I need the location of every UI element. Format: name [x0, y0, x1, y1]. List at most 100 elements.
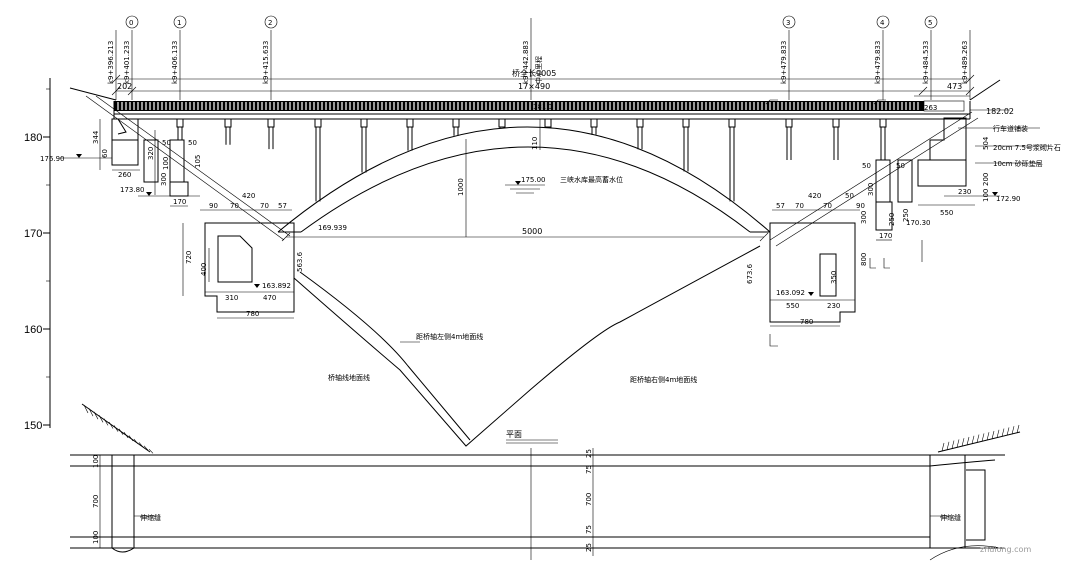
station-label: k9+396.213 — [107, 41, 115, 84]
dim-70b: 70 — [260, 202, 269, 210]
plan-view: 平面 100 700 100 25 75 700 75 25 伸缩缝 伸缩缝 z… — [70, 403, 1031, 561]
dim-720: 720 — [185, 251, 193, 264]
dim-344: 344 — [92, 130, 100, 144]
dim-50a: 50 — [162, 139, 171, 147]
spandrel-column — [314, 118, 322, 202]
railing-band — [114, 101, 924, 111]
dim-260: 260 — [118, 171, 131, 179]
spandrel-column — [544, 118, 552, 128]
dim-70c: 70 — [795, 202, 804, 210]
main-arch: 5000 169.939 1000 110 175.00 三峡水库最高蓄水位 — [277, 119, 771, 242]
plan-dim-700a: 700 — [92, 495, 100, 508]
dim-100: 100 — [162, 157, 170, 170]
station-label: k9+484.533 — [922, 41, 930, 84]
water-label: 三峡水库最高蓄水位 — [560, 175, 623, 184]
station-label: k9+401.233 — [123, 41, 131, 84]
dim-57a: 57 — [278, 202, 287, 210]
plan-dim-700b: 700 — [585, 493, 593, 506]
dim-420b: 420 — [808, 192, 821, 200]
station-label: k9+415.633 — [262, 41, 270, 84]
dim-170: 170 — [173, 198, 186, 206]
pavement-note-3: 10cm 砂砾垫层 — [993, 159, 1043, 168]
spandrel-column — [590, 118, 598, 135]
plan-dim-75b: 75 — [585, 525, 593, 534]
elev-deck-right: 182.02 — [986, 107, 1014, 116]
bridge-length: 9005 — [536, 69, 556, 78]
bridge-deck: 182.02 181.1 — [69, 79, 1014, 120]
dim-90b: 90 — [856, 202, 865, 210]
span-5000: 5000 — [522, 227, 542, 236]
right-end-dim: 473 — [947, 82, 962, 91]
dim-250b: 250 — [902, 209, 910, 222]
elev-spring-left: 169.939 — [318, 224, 347, 232]
spandrel-column — [879, 118, 887, 160]
right-abutment: 50 50 300 250 250 170 170.30 230 550 504… — [765, 99, 1061, 269]
watermark: zhulong.com — [980, 545, 1031, 554]
dim-780b: 780 — [800, 318, 813, 326]
dim-800: 800 — [860, 253, 868, 266]
spandrel-column — [682, 118, 690, 172]
elevation-scale: 180 170 160 150 — [24, 78, 51, 432]
axis-id-1: 1 — [177, 19, 181, 27]
dim-57b: 57 — [776, 202, 785, 210]
left-abutment: 344 60 176.90 260 320 50 50 100 300 105 … — [40, 95, 291, 241]
spandrel-column — [176, 118, 184, 140]
dim-320: 320 — [147, 147, 155, 160]
pavement-note-2: 20cm 7.5号浆砌片石 — [993, 143, 1061, 152]
elev-tick-150: 150 — [24, 420, 42, 432]
elev-pier-left: 173.80 — [120, 186, 145, 194]
spandrel-column — [224, 118, 232, 145]
left-arch-foundation: 90 70 420 70 57 720 400 310 470 780 163.… — [182, 192, 304, 319]
plan-dim-25b: 25 — [585, 543, 593, 552]
dim-310: 310 — [225, 294, 238, 302]
station-label: k9+479.833 — [780, 41, 788, 84]
dim-50c: 50 — [845, 192, 854, 200]
span-dim: 17×490 — [518, 82, 550, 91]
dim-230a: 230 — [827, 302, 840, 310]
axis-id-2: 2 — [268, 19, 272, 27]
spandrel-column — [636, 118, 644, 150]
dim-200b: 200 — [982, 173, 990, 186]
plan-title: 平面 — [506, 430, 522, 439]
spandrel-column — [785, 118, 793, 160]
dim-90a: 90 — [209, 202, 218, 210]
dim-673: 673.6 — [746, 263, 754, 284]
spandrel-columns — [176, 118, 887, 202]
dim-550a: 550 — [786, 302, 799, 310]
dim-563: 563.6 — [296, 251, 304, 272]
ground-line-label-1: 距桥轴左侧4m地面线 — [416, 332, 483, 341]
elev-found-right: 163.092 — [776, 289, 805, 297]
station-label: k9+489.263 — [961, 41, 969, 84]
dim-420a: 420 — [242, 192, 255, 200]
plan-dim-100a: 100 — [92, 455, 100, 468]
axis-id-4: 4 — [880, 19, 885, 27]
spandrel-column — [406, 118, 414, 151]
spandrel-column — [267, 118, 275, 150]
dim-50-r2: 50 — [896, 162, 905, 170]
axis-lines: 0 1 2 3 4 5 k9+396.213 k9+401.233 k9+406… — [107, 15, 971, 100]
elev-water: 175.00 — [521, 176, 546, 184]
dim-470: 470 — [263, 294, 276, 302]
top-dimensions: 桥全长 9005 202 17×490 473 — [111, 68, 975, 96]
spandrel-column — [498, 118, 506, 129]
elev-found-left: 163.892 — [262, 282, 291, 290]
elev-tick-160: 160 — [24, 324, 42, 336]
left-end-dim: 202 — [117, 82, 132, 91]
spandrel-column — [360, 118, 368, 173]
elev-tick-170: 170 — [24, 228, 42, 240]
ground-lines: 距桥轴左侧4m地面线 桥轴线地面线 距桥轴右侧4m地面线 — [293, 245, 761, 447]
dim-60: 60 — [101, 149, 109, 158]
dim-300b: 300 — [860, 211, 868, 224]
dim-300a: 300 — [160, 173, 168, 186]
dim-230b: 230 — [958, 188, 971, 196]
plan-dim-100b: 100 — [92, 531, 100, 544]
dim-400: 400 — [200, 263, 208, 276]
station-label: k9+442.883 — [522, 41, 530, 84]
elev-abut-left: 176.90 — [40, 155, 65, 163]
dim-263: 263 — [924, 104, 937, 112]
rise-1000: 1000 — [457, 178, 465, 196]
dim-300-r: 300 — [867, 183, 875, 196]
joint-label-right: 伸缩缝 — [940, 513, 961, 522]
plan-dim-75a: 75 — [585, 465, 593, 474]
